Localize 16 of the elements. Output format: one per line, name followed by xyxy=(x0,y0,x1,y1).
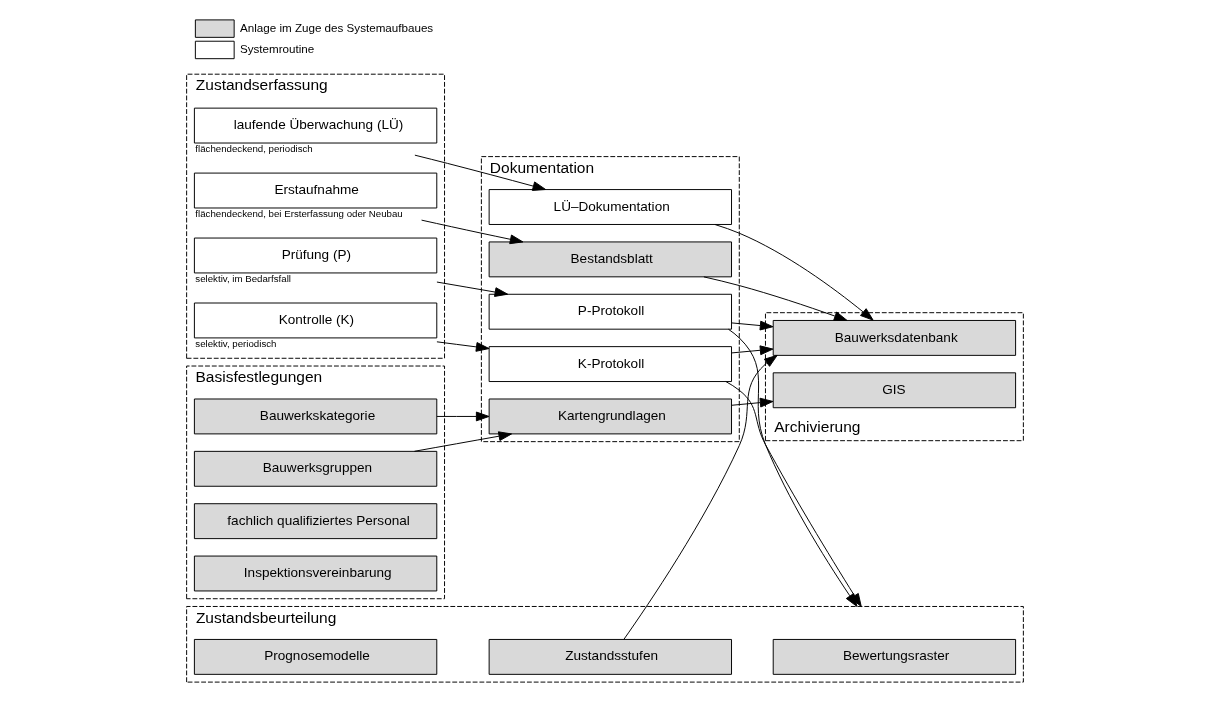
node-label: selektiv, periodisch xyxy=(194,337,276,349)
legend-label: Systemroutine xyxy=(239,41,314,55)
arrow xyxy=(622,354,778,640)
node-label: selektiv, im Bedarfsfall xyxy=(194,272,291,284)
node-label: flächendeckend, bei Ersterfassung oder Neubau xyxy=(194,207,403,219)
arrow xyxy=(730,397,773,408)
legend-label: Anlage im Zuge des Systemaufbaues xyxy=(239,20,433,34)
arrow xyxy=(727,328,858,607)
arrow xyxy=(420,219,523,245)
node-label: flächendeckend, periodisch xyxy=(194,142,313,154)
arrow xyxy=(730,345,773,356)
arrow xyxy=(435,341,489,352)
arrow xyxy=(413,154,546,191)
arrow xyxy=(435,281,508,297)
arrow xyxy=(435,411,489,422)
arrow xyxy=(730,320,773,331)
